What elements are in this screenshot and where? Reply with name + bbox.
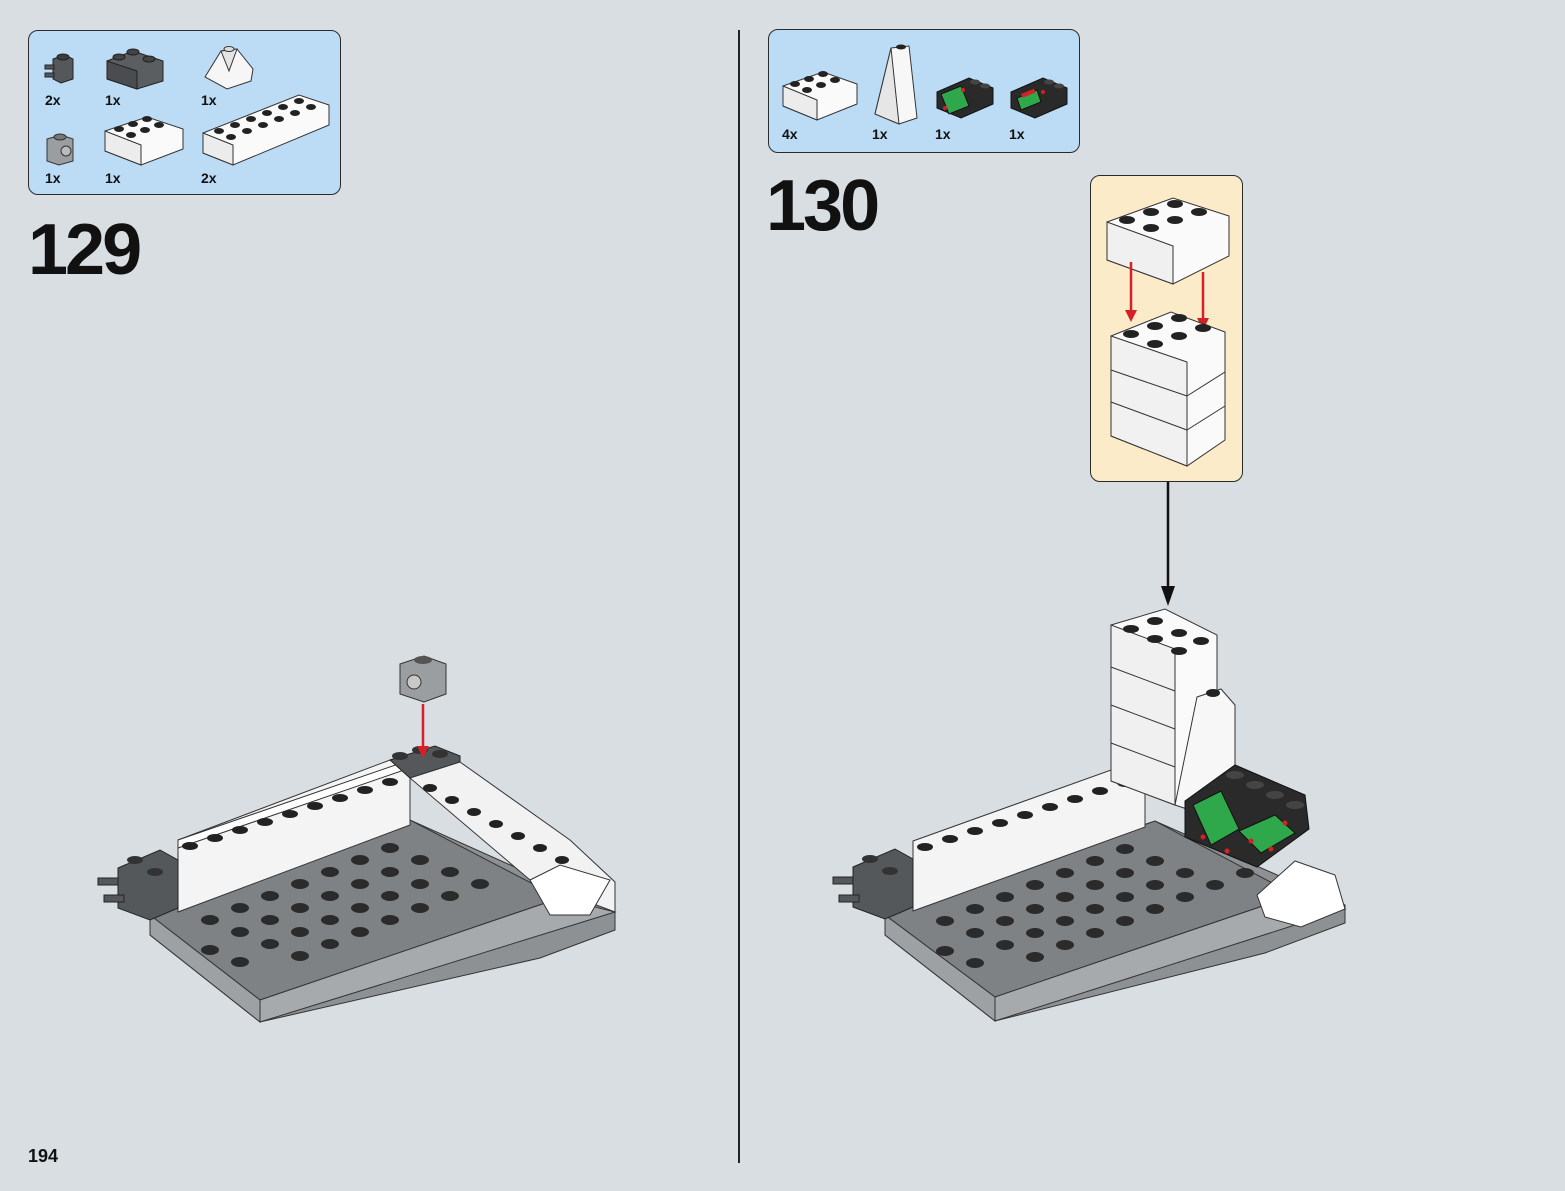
part-qty: 1x bbox=[105, 92, 121, 108]
part-qty: 1x bbox=[105, 170, 121, 186]
step-130-model-illustration bbox=[832, 608, 1347, 1023]
light-gray-brick-1x1-side-stud-icon bbox=[46, 133, 74, 166]
white-slope-tall-icon bbox=[874, 44, 918, 125]
part-qty: 1x bbox=[935, 126, 951, 142]
callout-arrow bbox=[1161, 482, 1175, 606]
part-qty: 1x bbox=[201, 92, 217, 108]
white-brick-2x6-icon bbox=[202, 94, 330, 166]
sub-assembly-callout bbox=[1090, 175, 1243, 482]
step-divider bbox=[738, 30, 740, 1163]
step-129-model-illustration bbox=[97, 655, 617, 1024]
white-brick-2x3-icon bbox=[104, 116, 184, 166]
parts-list-step-129: 2x 1x 1x 1x 1x bbox=[28, 30, 341, 195]
page-number: 194 bbox=[28, 1146, 59, 1166]
part-qty: 2x bbox=[201, 170, 217, 186]
part-qty: 1x bbox=[1009, 126, 1025, 142]
black-slope-console-green-icon bbox=[936, 77, 994, 119]
part-qty: 4x bbox=[782, 126, 798, 142]
white-brick-2x3-icon bbox=[782, 71, 858, 121]
parts-list-step-130: 4x 1x 1x 1x bbox=[768, 29, 1080, 153]
part-qty: 1x bbox=[872, 126, 888, 142]
sub-assembly-illustration bbox=[1106, 197, 1230, 467]
step-number-130: 130 bbox=[766, 166, 880, 246]
part-qty: 2x bbox=[45, 92, 61, 108]
step-number-129: 129 bbox=[28, 210, 142, 290]
dark-gray-brick-2x2-corner-icon bbox=[106, 48, 164, 90]
white-slope-cone-icon bbox=[204, 46, 254, 90]
part-qty: 1x bbox=[45, 170, 61, 186]
black-slope-console-red-icon bbox=[1010, 77, 1068, 119]
dark-gray-brick-1x1-clip-icon bbox=[44, 53, 74, 84]
